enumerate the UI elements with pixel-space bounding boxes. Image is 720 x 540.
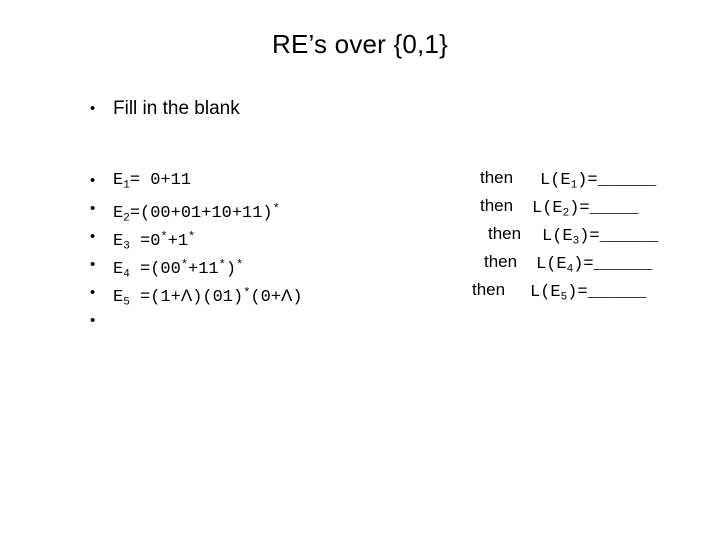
answer-blank[interactable]: ______ xyxy=(599,227,659,246)
equation-lhs-e4: E4 =(00*+11*)* xyxy=(113,258,244,281)
then-label-e5: then xyxy=(472,280,506,299)
list-item: • E4 =(00*+11*)* then L(E4)=______ xyxy=(80,252,700,280)
bullet-icon: • xyxy=(90,312,96,329)
list-item: • E5 =(1+Λ)(01)*(0+Λ) then L(E5)=______ xyxy=(80,280,700,308)
star-glyph: * xyxy=(218,258,226,272)
bullet-icon: • xyxy=(90,100,96,117)
lambda-glyph: Λ xyxy=(281,285,293,305)
lead-bullet-label: Fill in the blank xyxy=(113,98,240,119)
list-item: • E1= 0+11 then L(E1)=______ xyxy=(80,168,700,196)
star-glyph: * xyxy=(236,258,244,272)
equation-list: • E1= 0+11 then L(E1)=______ • E2=(00+01… xyxy=(80,168,700,336)
equation-lhs-e3: E3 =0*+1* xyxy=(113,230,196,253)
list-item-empty: • xyxy=(80,308,700,336)
answer-blank[interactable]: ______ xyxy=(593,255,653,274)
list-item: • E2=(00+01+10+11)* then L(E2)=_____ xyxy=(80,196,700,224)
then-label-e3: then xyxy=(488,224,522,243)
bullet-icon: • xyxy=(90,228,96,245)
equation-result-e1: L(E1)=______ xyxy=(540,171,657,192)
bullet-icon: • xyxy=(90,256,96,273)
bullet-icon: • xyxy=(90,200,96,217)
equation-result-e2: L(E2)=_____ xyxy=(532,199,639,220)
star-glyph: * xyxy=(160,230,168,244)
bullet-icon: • xyxy=(90,284,96,301)
answer-blank[interactable]: ______ xyxy=(587,283,647,302)
page-title: RE’s over {0,1} xyxy=(272,29,448,59)
equation-result-e5: L(E5)=______ xyxy=(530,283,647,304)
body-area: • Fill in the blank xyxy=(80,96,680,122)
equation-lhs-e2: E2=(00+01+10+11)* xyxy=(113,202,280,225)
answer-blank[interactable]: _____ xyxy=(589,199,639,218)
then-label-e2: then xyxy=(480,196,514,215)
equation-lhs-e1: E1= 0+11 xyxy=(113,171,192,192)
lead-bullet-item: • Fill in the blank xyxy=(80,96,680,122)
bullet-icon: • xyxy=(90,172,96,189)
list-item: • E3 =0*+1* then L(E3)=______ xyxy=(80,224,700,252)
star-glyph: * xyxy=(243,286,251,300)
then-label-e1: then xyxy=(480,168,514,187)
star-glyph: * xyxy=(180,258,189,272)
equation-lhs-e5: E5 =(1+Λ)(01)*(0+Λ) xyxy=(113,285,303,309)
lambda-glyph: Λ xyxy=(180,285,193,305)
star-glyph: * xyxy=(188,230,196,244)
then-label-e4: then xyxy=(484,252,518,271)
equation-result-e4: L(E4)=______ xyxy=(536,255,653,276)
answer-blank[interactable]: ______ xyxy=(597,171,657,190)
equation-result-e3: L(E3)=______ xyxy=(542,227,659,248)
